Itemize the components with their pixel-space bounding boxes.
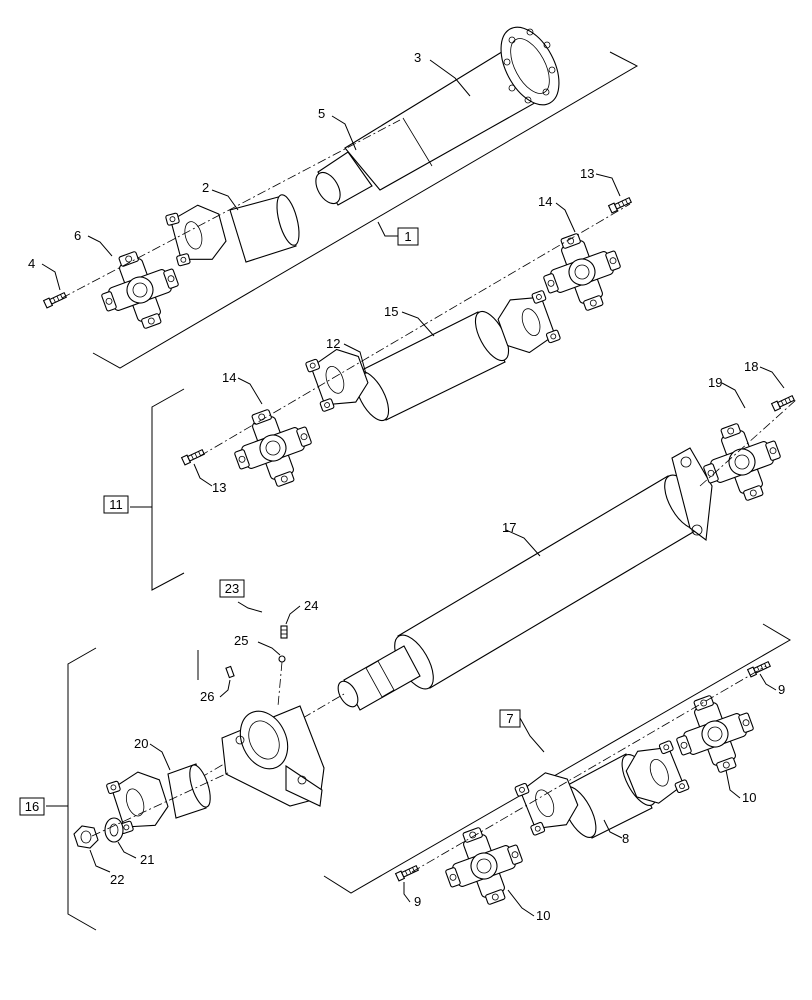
part-15-tube [354,310,510,422]
callout-13-upper: 13 [580,166,594,181]
part-6-universal-joint [90,240,190,340]
part-9-bolt-lower [395,863,420,882]
part-26-screw [225,665,235,679]
callout-12: 12 [326,336,340,351]
group-1-telescopic-shaft [41,26,639,369]
part-25-fitting [278,655,286,663]
axis-line [61,119,401,299]
group-1-bracket-line [92,51,639,369]
callout-15: 15 [384,304,398,319]
callout-21: 21 [140,852,154,867]
part-14-universal-joint-upper [532,222,632,322]
group-23-bearing-hardware [197,601,301,707]
part-5-inner-shaft [315,151,373,206]
callout-9-upper: 9 [778,682,785,697]
callout-13-lower: 13 [212,480,226,495]
callout-5: 5 [318,106,325,121]
group-11-bracket-line [151,388,185,591]
callout-25: 25 [234,633,248,648]
group-16-bracket-line [67,647,97,931]
group-11-intermediate-shaft [130,173,633,591]
yoke-left [513,765,584,839]
callout-22: 22 [110,872,124,887]
center-bearing-housing [221,705,325,807]
part-22-nut [73,825,99,849]
group-16-center-bearing [46,647,325,931]
callout-10-lower: 10 [536,908,550,923]
group-7-bracket-line [323,623,791,894]
svg-text:16: 16 [25,799,39,814]
part-14-universal-joint-lower [223,398,323,498]
part-18-bolt [771,393,796,412]
svg-text:1: 1 [404,229,411,244]
callout-14-lower: 14 [222,370,236,385]
part-3-tube-flange [344,26,560,191]
callout-2: 2 [202,180,209,195]
callout-24: 24 [304,598,318,613]
callout-11: 11 [103,495,129,514]
callout-26: 26 [200,689,214,704]
svg-text:7: 7 [506,711,513,726]
callout-4: 4 [28,256,35,271]
part-24-grease-fitting [280,625,288,639]
callout-1: 1 [397,227,419,246]
callout-9-lower: 9 [414,894,421,909]
callout-3: 3 [414,50,421,65]
callout-20: 20 [134,736,148,751]
part-2-slip-yoke [164,194,300,269]
part-10-universal-joint-upper [665,684,765,784]
callout-19: 19 [708,375,722,390]
part-4-bolt [43,290,68,309]
callout-16: 16 [19,797,45,816]
callout-14-upper: 14 [538,194,552,209]
callout-17: 17 [502,520,516,535]
callout-23: 23 [219,579,245,598]
group-7-rear-shaft [323,623,791,917]
callout-18: 18 [744,359,758,374]
callout-7: 7 [499,709,521,728]
svg-text:11: 11 [109,497,123,512]
callout-10-upper: 10 [742,790,756,805]
axis-line [199,203,631,457]
part-21-washer [104,817,124,843]
part-17-main-shaft [199,366,797,779]
svg-text:23: 23 [225,581,239,596]
part-10-universal-joint-lower [434,816,534,916]
callout-labels: 1 7 11 16 23 2 3 4 5 6 8 9 9 10 10 12 13… [19,50,785,923]
part-13-bolt-lower [181,447,206,466]
callout-6: 6 [74,228,81,243]
callout-8: 8 [622,831,629,846]
